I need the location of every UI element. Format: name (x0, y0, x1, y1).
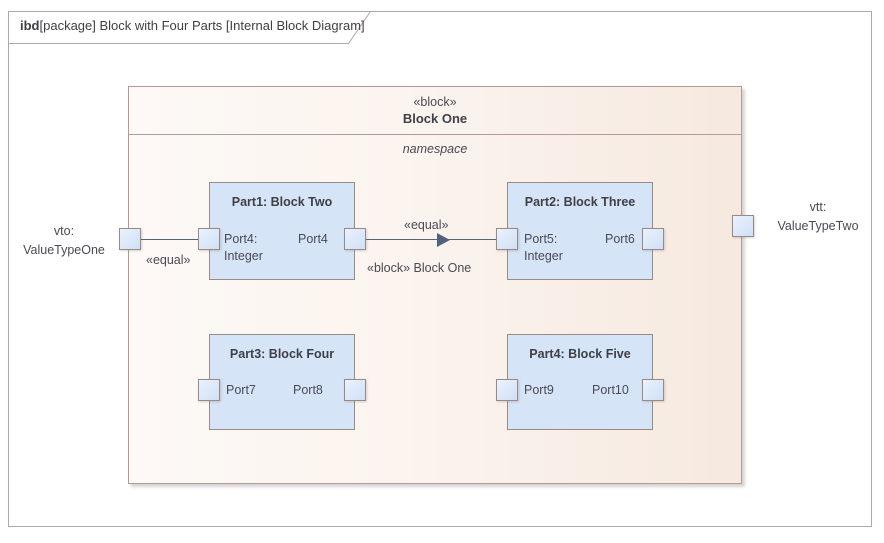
port-part3-right[interactable] (344, 379, 366, 401)
connector-inner-label-below: «block» Block One (367, 261, 472, 275)
diagram-title: ibd[package] Block with Four Parts [Inte… (20, 18, 365, 33)
value-type-two-line1: vtt: (809, 200, 827, 214)
part-block-two-title: Part1: Block Two (231, 195, 333, 209)
port-part1-left[interactable] (198, 228, 220, 250)
port-part2-right-label: Port6 (605, 232, 635, 246)
value-type-one-line2: ValueTypeOne (23, 243, 105, 257)
port-block-one-left[interactable] (119, 228, 141, 250)
port-part3-right-label: Port8 (293, 383, 323, 397)
port-block-one-right[interactable] (732, 215, 754, 237)
connector-inner[interactable] (366, 239, 496, 240)
value-type-one-label: vto: ValueTypeOne (12, 222, 116, 260)
part-block-four-title: Part3: Block Four (229, 347, 335, 361)
port-part1-right[interactable] (344, 228, 366, 250)
connector-left-external[interactable] (141, 239, 198, 240)
block-one-namespace-label: namespace (402, 142, 468, 156)
diagram-title-kind: ibd (20, 18, 40, 33)
port-part2-left-label-line1: Port5: (524, 232, 558, 246)
port-part2-left[interactable] (496, 228, 518, 250)
block-one-name: Block One (402, 111, 468, 126)
port-part3-left-label: Port7 (226, 383, 256, 397)
value-type-two-label: vtt: ValueTypeTwo (762, 198, 874, 236)
part-block-three-title: Part2: Block Three (524, 195, 636, 209)
port-part1-left-label: Port4: Integer (224, 231, 263, 265)
port-part4-right[interactable] (642, 379, 664, 401)
diagram-frame-tab (8, 11, 372, 44)
port-part1-left-label-line1: Port4: (224, 232, 258, 246)
port-part2-left-label-line2: Integer (524, 249, 563, 263)
part-block-two[interactable]: Part1: Block Two (209, 182, 355, 280)
connector-inner-label-above: «equal» (404, 218, 449, 232)
port-part2-left-label: Port5: Integer (524, 231, 563, 265)
value-type-one-line1: vto: (53, 224, 75, 238)
block-one-stereotype: «block» (413, 95, 457, 109)
port-part1-right-label: Port4 (298, 232, 328, 246)
block-one-header: «block» Block One (129, 87, 741, 135)
connector-inner-arrowhead (437, 233, 450, 247)
part-block-five-title: Part4: Block Five (529, 347, 631, 361)
port-part4-left-label: Port9 (524, 383, 554, 397)
port-part4-right-label: Port10 (592, 383, 629, 397)
port-part3-left[interactable] (198, 379, 220, 401)
connector-left-external-label: «equal» (146, 253, 191, 267)
value-type-two-line2: ValueTypeTwo (777, 219, 859, 233)
diagram-title-rest: [package] Block with Four Parts [Interna… (39, 18, 365, 33)
part-block-three[interactable]: Part2: Block Three (507, 182, 653, 280)
port-part4-left[interactable] (496, 379, 518, 401)
part-block-four[interactable]: Part3: Block Four (209, 334, 355, 430)
port-part2-right[interactable] (642, 228, 664, 250)
port-part1-left-label-line2: Integer (224, 249, 263, 263)
